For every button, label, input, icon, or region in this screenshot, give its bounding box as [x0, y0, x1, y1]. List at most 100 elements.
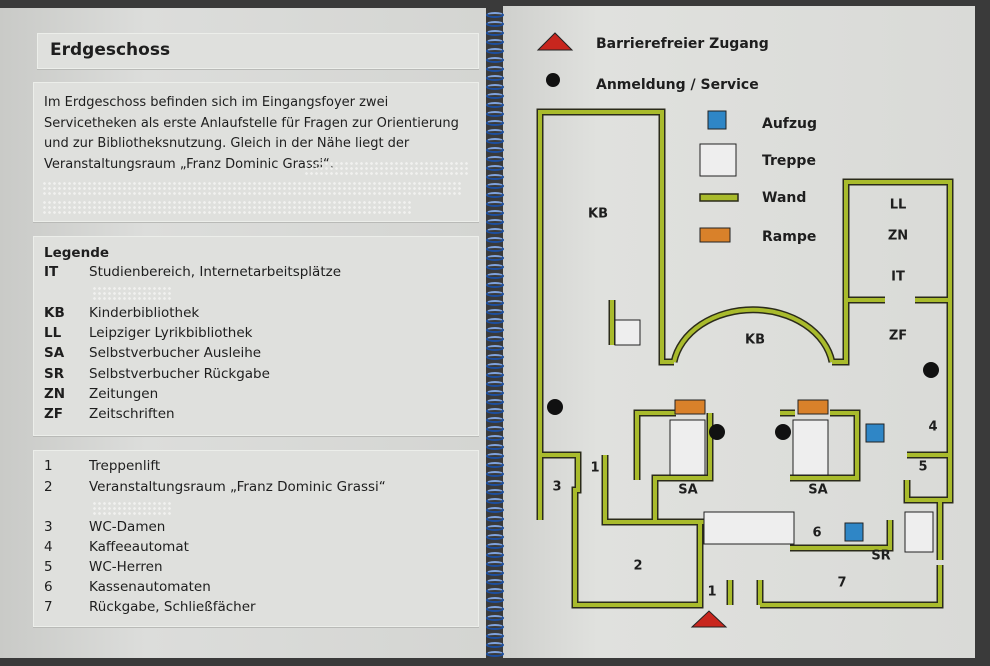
spiral-coil: [486, 552, 504, 558]
page-title: Erdgeschoss: [50, 40, 171, 60]
room-zf: ZF: [888, 328, 908, 344]
elevator-icon: [844, 522, 864, 542]
spiral-coil: [486, 246, 504, 252]
spiral-coil: [486, 480, 504, 486]
description-text: Im Erdgeschoss befinden sich im Eingangs…: [44, 95, 459, 172]
legend-entrance-label: Barrierefreier Zugang: [596, 36, 769, 52]
spiral-coil: [486, 309, 504, 315]
room-kb-center: KB: [745, 332, 765, 348]
stairs-icon: [614, 319, 641, 346]
spiral-coil: [486, 615, 504, 621]
spiral-coil: [486, 336, 504, 342]
spiral-coil: [486, 453, 504, 459]
spiral-coil: [486, 192, 504, 198]
spiral-coil: [486, 651, 504, 657]
spiral-coil: [486, 390, 504, 396]
spiral-coil: [486, 111, 504, 117]
braille-text: [92, 286, 172, 300]
spiral-coil: [486, 570, 504, 576]
spiral-coil: [486, 282, 504, 288]
spiral-coil: [486, 345, 504, 351]
room-kb: KB: [588, 206, 608, 222]
stairs-icon: [669, 419, 706, 476]
legend-title: Legende: [44, 245, 110, 261]
spiral-coil: [486, 39, 504, 45]
spiral-coil: [486, 30, 504, 36]
room-sa-right: SA: [808, 482, 828, 498]
room-4: 4: [928, 419, 938, 435]
entrance-icon: [690, 610, 728, 628]
spiral-coil: [486, 318, 504, 324]
service-icon: [775, 424, 791, 440]
spiral-coil: [486, 291, 504, 297]
spiral-coil: [486, 444, 504, 450]
room-7: 7: [837, 575, 847, 591]
title-box: Erdgeschoss: [37, 33, 479, 69]
walls: [538, 110, 952, 607]
spiral-coil: [486, 435, 504, 441]
legend-elevator-label: Aufzug: [762, 116, 818, 132]
entrance-legend-icon: [536, 32, 574, 51]
spiral-coil: [486, 363, 504, 369]
spiral-coil: [486, 183, 504, 189]
spiral-coil: [486, 588, 504, 594]
spiral-coil: [486, 237, 504, 243]
service-icon: [923, 362, 939, 378]
stairs-legend-icon: [699, 143, 737, 177]
spiral-coil: [486, 633, 504, 639]
spiral-coil: [486, 48, 504, 54]
spiral-coil: [486, 75, 504, 81]
spiral-coil: [486, 642, 504, 648]
spiral-coil: [486, 597, 504, 603]
spiral-coil: [486, 408, 504, 414]
room-3: 3: [552, 479, 562, 495]
legend-wall-label: Wand: [762, 190, 807, 206]
spiral-binding: [484, 12, 506, 657]
elevators: [707, 110, 885, 542]
spiral-coil: [486, 102, 504, 108]
spiral-coil: [486, 174, 504, 180]
entrances: [536, 32, 728, 628]
spiral-coil: [486, 219, 504, 225]
spiral-coil: [486, 21, 504, 27]
spiral-coil: [486, 12, 504, 18]
spiral-coil: [486, 426, 504, 432]
room-1-stairlift: 1: [590, 460, 600, 476]
spiral-coil: [486, 543, 504, 549]
spiral-coil: [486, 489, 504, 495]
spiral-coil: [486, 165, 504, 171]
room-6: 6: [812, 525, 822, 541]
spiral-coil: [486, 525, 504, 531]
spiral-coil: [486, 120, 504, 126]
spiral-coil: [486, 498, 504, 504]
braille-text: [42, 200, 412, 214]
spiral-coil: [486, 381, 504, 387]
room-sr: SR: [871, 548, 891, 564]
spiral-coil: [486, 66, 504, 72]
service-points: [546, 73, 939, 440]
spiral-coil: [486, 507, 504, 513]
spiral-coil: [486, 354, 504, 360]
spiral-coil: [486, 327, 504, 333]
spiral-coil: [486, 471, 504, 477]
spiral-coil: [486, 201, 504, 207]
spiral-coil: [486, 156, 504, 162]
room-1-entrance: 1: [707, 584, 717, 600]
elevator-icon: [865, 423, 885, 443]
spiral-coil: [486, 57, 504, 63]
spiral-coil: [486, 462, 504, 468]
stairs: [614, 143, 934, 553]
spiral-coil: [486, 147, 504, 153]
braille-text: [92, 501, 172, 515]
room-it: IT: [891, 269, 905, 285]
room-zn: ZN: [887, 228, 909, 244]
spiral-coil: [486, 84, 504, 90]
service-icon: [547, 399, 563, 415]
room-2: 2: [633, 558, 643, 574]
ramp-icon: [797, 399, 829, 415]
ramps: [674, 227, 829, 415]
legend-stairs-label: Treppe: [762, 153, 816, 169]
spiral-coil: [486, 210, 504, 216]
description-box: Im Erdgeschoss befinden sich im Eingangs…: [33, 82, 479, 222]
